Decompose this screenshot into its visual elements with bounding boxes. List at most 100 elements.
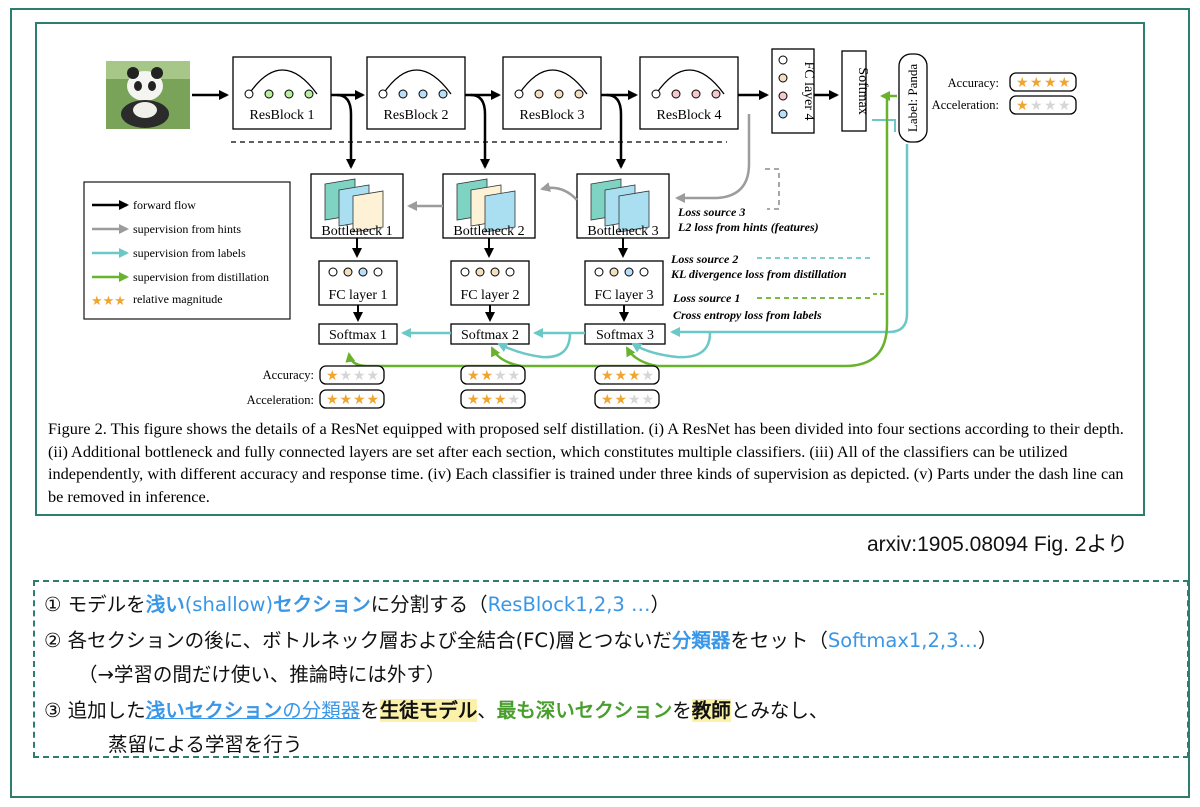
rating-acceleration-1: ★★★★	[319, 389, 385, 409]
note-3-shallow-section: 浅いセクション	[145, 699, 283, 722]
star-filled-icon: ★	[494, 393, 507, 408]
fc-layer-4: FC layer 4	[771, 48, 816, 134]
rating-box	[460, 389, 526, 409]
figure-caption: Figure 2. This figure shows the details …	[48, 419, 1124, 506]
note-line-2b: （→学習の間だけ使い、推論時には外す）	[78, 663, 446, 686]
note-1-text-a: モデルを	[61, 593, 146, 616]
star-filled-icon: ★	[601, 393, 614, 408]
loss3-title: Loss source 3	[677, 205, 745, 219]
star-filled-icon: ★	[1058, 76, 1071, 91]
note-2-number: ②	[44, 629, 62, 652]
note-line-3: ③ 追加した浅いセクションの分類器を生徒モデル、最も深いセクションを教師とみなし…	[44, 694, 828, 723]
rating-box	[594, 365, 660, 385]
note-3-text-h: を	[672, 699, 692, 722]
loss3-desc: L2 loss from hints (features)	[677, 220, 819, 234]
rating-accuracy-2: ★★★★	[460, 365, 526, 385]
slide-frame	[10, 8, 1190, 798]
rating-top-accuracy: ★★★★	[1009, 72, 1077, 92]
resblock-2-label: ResBlock 2	[384, 108, 449, 123]
legend-hints: supervision from hints	[133, 222, 241, 236]
note-2-text-c: をセット（	[730, 629, 828, 652]
rating-acceleration-3: ★★★★	[594, 389, 660, 409]
rating-box	[594, 389, 660, 409]
note-3-text-a: 追加した	[61, 699, 146, 722]
loss1-title: Loss source 1	[672, 291, 740, 305]
star-empty-icon: ★	[642, 393, 655, 408]
svg-text:★★★: ★★★	[91, 293, 126, 308]
rating-box	[319, 389, 385, 409]
note-1-number: ①	[44, 593, 62, 616]
star-filled-icon: ★	[481, 369, 494, 384]
note-3-teacher: 教師	[691, 699, 731, 722]
legend-labels: supervision from labels	[133, 246, 246, 260]
note-1-shallow-en: (shallow)	[184, 593, 274, 616]
softmax-2: Softmax 2	[450, 323, 530, 345]
softmax-2-label: Softmax 2	[461, 328, 519, 343]
fc-layer-2: FC layer 2	[450, 260, 530, 306]
legend-distillation: supervision from distillation	[133, 270, 269, 284]
bottleneck-1: Bottleneck 1	[310, 173, 404, 239]
fc-layer-3-label: FC layer 3	[594, 288, 653, 303]
softmax-top-label: Softmax	[855, 67, 870, 114]
note-line-2: ② 各セクションの後に、ボトルネック層および全結合(FC)層とつないだ分類器をセ…	[44, 624, 998, 653]
notes-box	[33, 580, 1189, 758]
top-accuracy-label: Accuracy:	[948, 76, 999, 90]
softmax-3: Softmax 3	[584, 323, 666, 345]
fc-layer-1: FC layer 1	[318, 260, 398, 306]
bottleneck-2: Bottleneck 2	[442, 173, 536, 239]
star-empty-icon: ★	[508, 369, 521, 384]
star-filled-icon: ★	[353, 393, 366, 408]
star-filled-icon: ★	[1016, 76, 1029, 91]
legend: forward flow supervision from hints supe…	[83, 181, 291, 320]
loss2-desc: KL divergence loss from distillation	[670, 267, 847, 281]
star-empty-icon: ★	[642, 369, 655, 384]
star-filled-icon: ★	[601, 369, 614, 384]
star-empty-icon: ★	[1044, 99, 1057, 114]
star-filled-icon: ★	[326, 369, 339, 384]
note-1-section: セクション	[273, 593, 371, 616]
star-filled-icon: ★	[467, 393, 480, 408]
resblock-3-label: ResBlock 3	[520, 108, 585, 123]
rating-top-acceleration: ★★★★	[1009, 95, 1077, 115]
resblock-4: ResBlock 4	[639, 56, 739, 130]
star-filled-icon: ★	[1016, 99, 1029, 114]
rating-accuracy-3: ★★★★	[594, 365, 660, 385]
resnet-self-distillation-diagram: ResBlock 1 ResBlock 2 ResBlock 3 ResBloc…	[83, 48, 1077, 409]
rating-box	[460, 365, 526, 385]
resblock-1: ResBlock 1	[232, 56, 332, 130]
note-3-classifier: の分類器	[282, 699, 361, 722]
star-empty-icon: ★	[353, 369, 366, 384]
star-empty-icon: ★	[494, 369, 507, 384]
star-empty-icon: ★	[1058, 99, 1071, 114]
resblock-3: ResBlock 3	[502, 56, 602, 130]
rating-acceleration-2: ★★★★	[460, 389, 526, 409]
note-1-text-g: ）	[650, 593, 671, 616]
legend-forward: forward flow	[133, 198, 196, 212]
note-3-text-f: 、	[477, 699, 497, 722]
note-2-text-a: 各セクションの後に、ボトルネック層および全結合(FC)層とつないだ	[61, 629, 672, 652]
bottleneck-3-label: Bottleneck 3	[587, 224, 658, 239]
softmax-1-label: Softmax 1	[329, 328, 387, 343]
note-1-shallow: 浅い	[145, 593, 185, 616]
note-1-text-e: に分割する（	[370, 593, 488, 616]
fc-layer-3: FC layer 3	[584, 260, 664, 306]
figure-box: ResBlock 1 ResBlock 2 ResBlock 3 ResBloc…	[35, 22, 1145, 516]
bottom-acceleration-label: Acceleration:	[247, 393, 314, 407]
rating-accuracy-1: ★★★★	[319, 365, 385, 385]
note-2-text-e: ）	[977, 629, 998, 652]
softmax-top: Softmax	[841, 50, 870, 132]
note-line-1: ① モデルを浅い(shallow)セクションに分割する（ResBlock1,2,…	[44, 588, 670, 617]
fc-layer-2-label: FC layer 2	[460, 288, 519, 303]
note-2-softmaxes: Softmax1,2,3…	[827, 629, 978, 652]
bottleneck-2-label: Bottleneck 2	[453, 224, 524, 239]
star-filled-icon: ★	[467, 369, 480, 384]
resblock-4-label: ResBlock 4	[657, 108, 722, 123]
note-2-classifier: 分類器	[671, 629, 731, 652]
note-3-text-j: とみなし、	[730, 699, 829, 722]
source-citation: arxiv:1905.08094 Fig. 2より	[866, 533, 1128, 556]
star-filled-icon: ★	[367, 393, 380, 408]
fc-layer-4-label: FC layer 4	[801, 61, 816, 120]
star-empty-icon: ★	[508, 393, 521, 408]
top-acceleration-label: Acceleration:	[932, 98, 999, 112]
note-3-deepest-section: 最も深いセクション	[496, 699, 673, 722]
